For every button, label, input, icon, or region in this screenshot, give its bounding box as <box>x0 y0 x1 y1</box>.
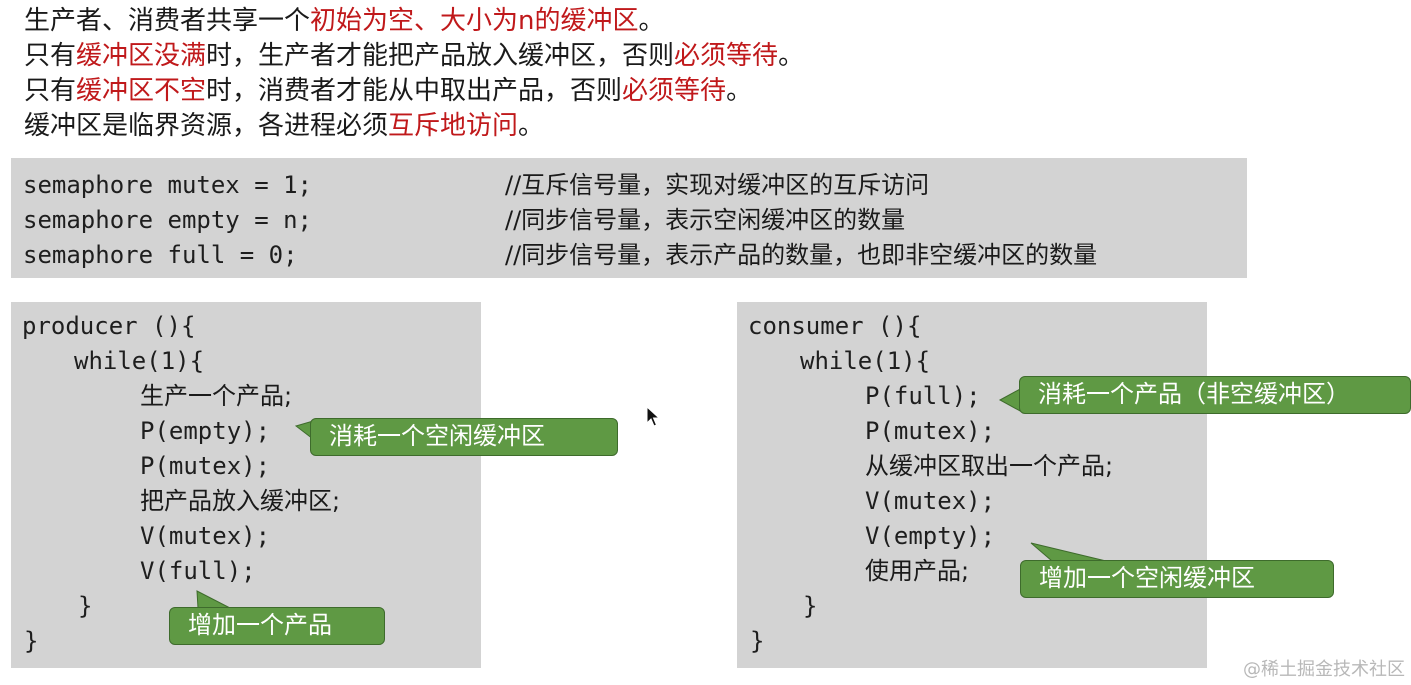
code-line: while(1){ <box>74 347 205 375</box>
intro-highlight: 初始为空、大小为n的缓冲区 <box>310 6 639 36</box>
intro-highlight: 必须等待 <box>674 41 779 71</box>
code-line: while(1){ <box>800 347 931 375</box>
code-line: } <box>78 592 93 620</box>
semaphore-declarations: semaphore mutex = 1; //互斥信号量，实现对缓冲区的互斥访问… <box>11 158 1247 278</box>
intro-line-4: 缓冲区是临界资源，各进程必须互斥地访问。 <box>24 109 1404 144</box>
code-line: P(mutex); <box>140 452 271 480</box>
code-line: } <box>750 627 765 655</box>
code-line: P(mutex); <box>865 417 996 445</box>
callout-producer-full: 增加一个产品 <box>169 607 385 645</box>
intro-highlight: 必须等待 <box>622 76 727 106</box>
code-line: V(full); <box>140 557 256 585</box>
watermark: @稀土掘金技术社区 <box>1243 659 1405 680</box>
decl-comment: //同步信号量，表示产品的数量，也即非空缓冲区的数量 <box>505 241 1098 269</box>
code-line: V(mutex); <box>140 522 271 550</box>
code-line: 生产一个产品; <box>140 382 293 410</box>
decl-code: semaphore mutex = 1; <box>23 171 312 199</box>
intro-seg: 。 <box>778 41 805 71</box>
mouse-cursor-icon <box>646 406 660 427</box>
intro-line-2: 只有缓冲区没满时，生产者才能把产品放入缓冲区，否则必须等待。 <box>24 39 1404 74</box>
code-line: producer (){ <box>22 312 196 340</box>
intro-seg: 。 <box>638 6 665 36</box>
intro-seg: 。 <box>518 111 545 141</box>
callout-consumer-empty: 增加一个空闲缓冲区 <box>1020 560 1334 598</box>
intro-highlight: 互斥地访问 <box>388 111 519 141</box>
callout-producer-empty: 消耗一个空闲缓冲区 <box>310 418 618 456</box>
callout-consumer-full: 消耗一个产品（非空缓冲区） <box>1019 376 1411 414</box>
intro-seg: 。 <box>726 76 753 106</box>
code-line: consumer (){ <box>748 312 922 340</box>
intro-seg: 生产者、消费者共享一个 <box>24 6 311 36</box>
decl-code: semaphore empty = n; <box>23 206 312 234</box>
code-line: 使用产品; <box>865 557 970 585</box>
code-line: } <box>24 627 39 655</box>
code-line: V(empty); <box>865 522 996 550</box>
code-line: 从缓冲区取出一个产品; <box>865 452 1114 480</box>
code-line: } <box>803 592 818 620</box>
decl-comment: //互斥信号量，实现对缓冲区的互斥访问 <box>505 171 930 199</box>
decl-comment: //同步信号量，表示空闲缓冲区的数量 <box>505 206 906 234</box>
intro-line-1: 生产者、消费者共享一个初始为空、大小为n的缓冲区。 <box>24 4 1404 39</box>
decl-code: semaphore full = 0; <box>23 241 298 269</box>
intro-seg: 只有 <box>24 41 77 71</box>
intro-highlight: 缓冲区没满 <box>76 41 207 71</box>
intro-text: 生产者、消费者共享一个初始为空、大小为n的缓冲区。 只有缓冲区没满时，生产者才能… <box>24 4 1404 144</box>
pointer-producer-full <box>196 590 231 609</box>
pointer-consumer-empty <box>1030 542 1107 562</box>
intro-seg: 时，消费者才能从中取出产品，否则 <box>206 76 623 106</box>
code-line: P(empty); <box>140 417 271 445</box>
intro-seg: 只有 <box>24 76 77 106</box>
code-line: 把产品放入缓冲区; <box>140 487 341 515</box>
intro-highlight: 缓冲区不空 <box>76 76 207 106</box>
producer-code-block: producer (){ while(1){ 生产一个产品; P(empty);… <box>11 302 481 668</box>
code-line: V(mutex); <box>865 487 996 515</box>
intro-seg: 时，生产者才能把产品放入缓冲区，否则 <box>206 41 675 71</box>
intro-line-3: 只有缓冲区不空时，消费者才能从中取出产品，否则必须等待。 <box>24 74 1404 109</box>
intro-seg: 缓冲区是临界资源，各进程必须 <box>24 111 389 141</box>
consumer-code-block: consumer (){ while(1){ P(full); P(mutex)… <box>737 302 1207 668</box>
code-line: P(full); <box>865 382 981 410</box>
